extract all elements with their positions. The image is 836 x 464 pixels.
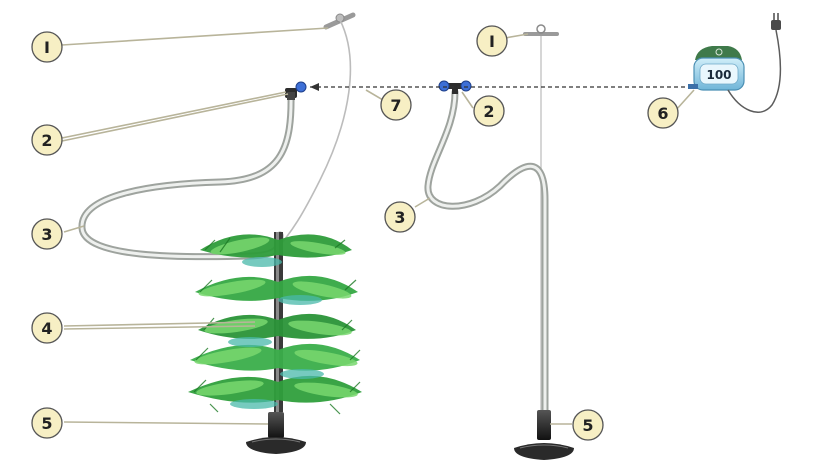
callout-2-left: 2 — [31, 124, 63, 156]
callout-6-label: 6 — [657, 104, 668, 123]
air-tube-right — [424, 88, 549, 414]
air-tube-left — [78, 91, 295, 261]
elbow-connector-left — [285, 81, 307, 100]
callout-3-right-label: 3 — [394, 208, 405, 227]
callout-7: 7 — [380, 89, 412, 121]
callout-7-label: 7 — [390, 96, 401, 115]
callout-2-right-label: 2 — [483, 102, 494, 121]
weight-base-right — [514, 410, 574, 460]
callout-3-left: 3 — [31, 218, 63, 250]
weight-base-left — [246, 412, 306, 454]
callout-5-right-label: 5 — [582, 416, 593, 435]
callout-1-right: I — [476, 25, 508, 57]
callout-4: 4 — [31, 312, 63, 344]
callout-3-left-label: 3 — [41, 225, 52, 244]
callout-1-left: I — [31, 31, 63, 63]
callout-5-left-label: 5 — [41, 414, 52, 433]
pump-model-label: 100 — [706, 68, 731, 82]
callout-1-left-label: I — [44, 38, 50, 57]
plant-foliage — [188, 234, 362, 415]
suction-cup-hanger-left — [323, 12, 356, 30]
callout-1-right-label: I — [489, 32, 495, 51]
t-connector — [438, 80, 472, 94]
callout-6: 6 — [647, 97, 679, 129]
air-flow-arrowhead — [310, 83, 319, 91]
callout-2-left-label: 2 — [41, 131, 52, 150]
power-cord — [727, 29, 782, 113]
leader-lines — [61, 27, 695, 425]
callout-2-right: 2 — [473, 95, 505, 127]
callout-5-left: 5 — [31, 407, 63, 439]
callout-4-label: 4 — [41, 319, 52, 338]
air-pump: 100 — [688, 46, 745, 91]
suction-cup-hanger-right — [523, 24, 559, 36]
callout-5-right: 5 — [572, 409, 604, 441]
callout-3-right: 3 — [384, 201, 416, 233]
power-plug-icon — [771, 13, 781, 30]
hanging-string-left — [277, 19, 352, 251]
